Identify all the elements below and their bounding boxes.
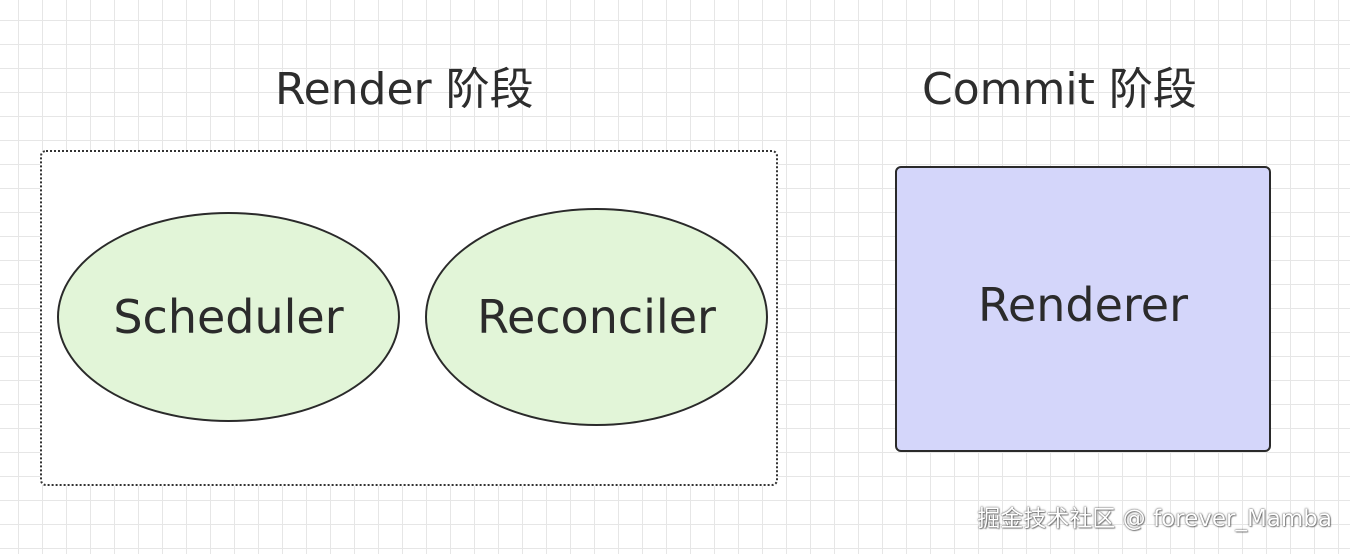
scheduler-node: Scheduler xyxy=(57,212,400,422)
scheduler-label: Scheduler xyxy=(113,290,344,344)
reconciler-label: Reconciler xyxy=(477,290,716,344)
renderer-node: Renderer xyxy=(895,166,1271,452)
commit-phase-title: Commit 阶段 xyxy=(922,64,1197,115)
reconciler-node: Reconciler xyxy=(425,208,768,426)
renderer-label: Renderer xyxy=(978,278,1188,332)
watermark: 掘金技术社区 @ forever_Mamba xyxy=(977,506,1332,532)
render-phase-title: Render 阶段 xyxy=(275,64,534,115)
